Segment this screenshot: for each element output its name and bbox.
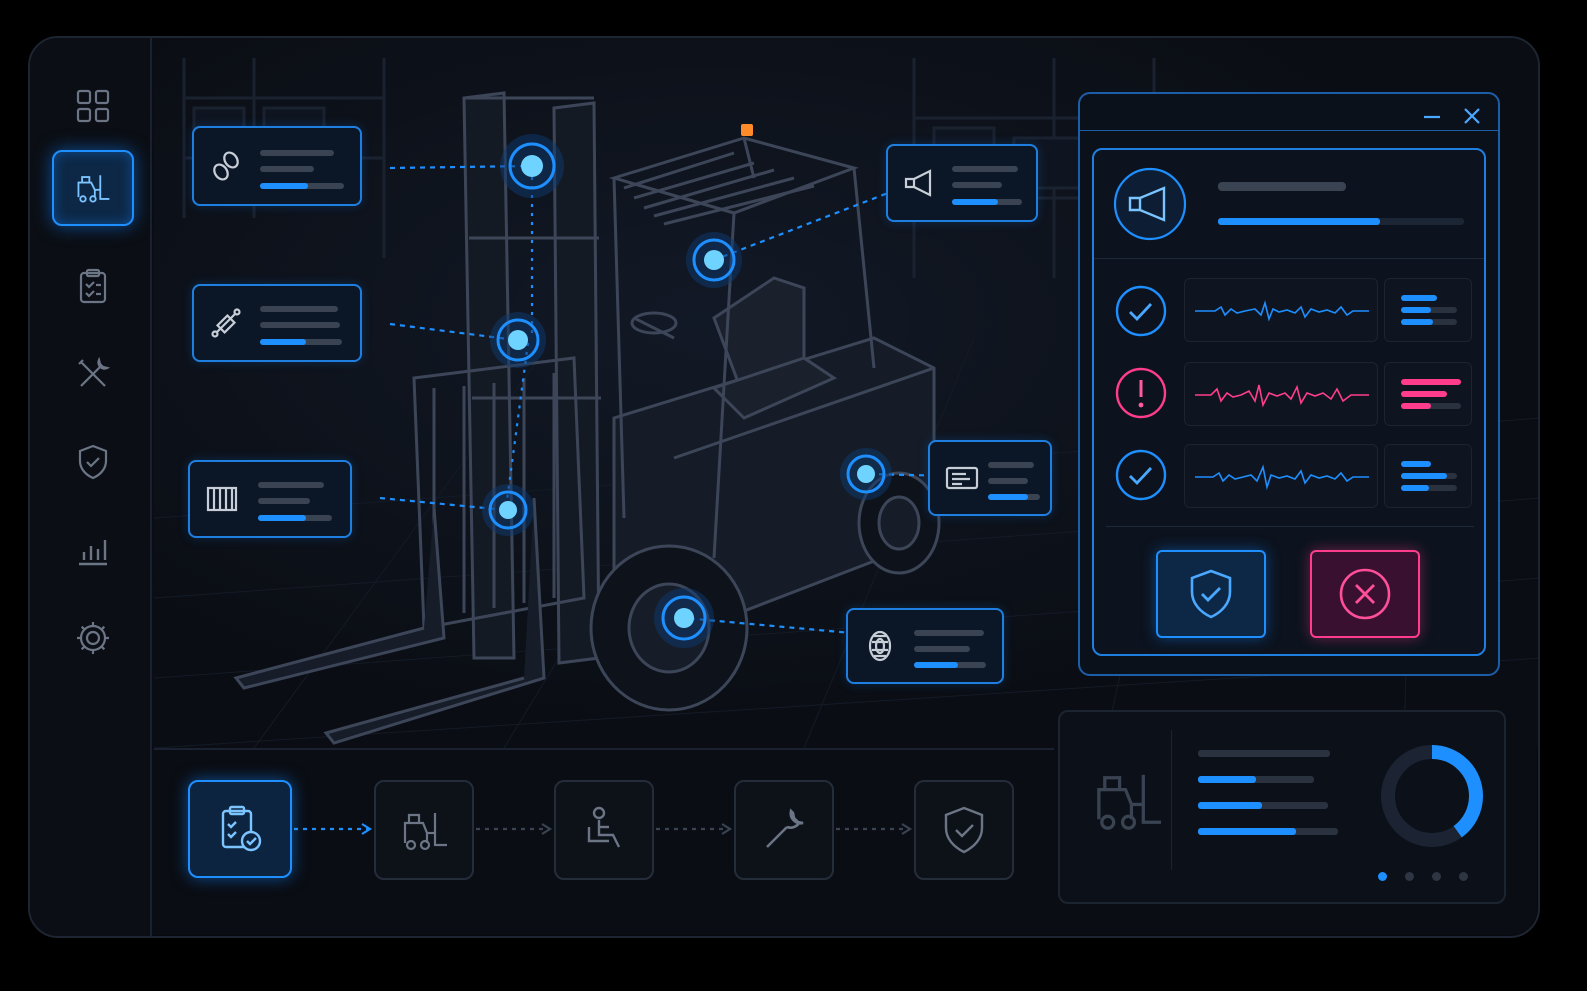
signal-waveform-3 bbox=[1184, 444, 1378, 508]
step-operator[interactable] bbox=[554, 780, 654, 880]
step-connectors bbox=[294, 823, 913, 835]
point-lift-cylinder bbox=[490, 312, 546, 368]
header-progress-fill bbox=[1218, 218, 1380, 225]
sidebar-item-checklist[interactable] bbox=[52, 248, 134, 324]
grid-icon bbox=[76, 89, 110, 123]
shield-check-icon bbox=[944, 806, 984, 854]
pager-dot-4[interactable] bbox=[1459, 872, 1468, 881]
signal-waveform-1 bbox=[1184, 278, 1378, 342]
gear-icon bbox=[77, 622, 109, 654]
check-icon[interactable] bbox=[1114, 284, 1168, 338]
row-2-summary bbox=[1384, 362, 1472, 426]
dashboard-panel-icon bbox=[945, 466, 979, 490]
inspection-card bbox=[1092, 148, 1486, 656]
wrench-icon bbox=[766, 808, 804, 848]
sidebar-item-dashboard[interactable] bbox=[52, 68, 134, 144]
point-panel bbox=[840, 448, 892, 500]
point-chain bbox=[500, 134, 564, 198]
check-icon[interactable] bbox=[1114, 448, 1168, 502]
clipboard-check-icon bbox=[221, 805, 262, 852]
inspection-dialog bbox=[1078, 92, 1500, 676]
workflow-steps bbox=[154, 748, 1054, 936]
hydraulic-cylinder-icon bbox=[211, 308, 241, 338]
row-3-summary bbox=[1384, 444, 1472, 508]
callout-horn[interactable] bbox=[886, 144, 1038, 222]
minimize-icon bbox=[1424, 115, 1440, 119]
approve-button[interactable] bbox=[1156, 550, 1266, 638]
pager-dot-3[interactable] bbox=[1432, 872, 1441, 881]
app-window bbox=[28, 36, 1540, 938]
dialog-divider bbox=[1080, 130, 1498, 131]
reject-button[interactable] bbox=[1310, 550, 1420, 638]
sidebar-item-settings[interactable] bbox=[52, 600, 134, 676]
forklift-icon bbox=[1097, 774, 1162, 830]
pager-dot-1[interactable] bbox=[1378, 872, 1387, 881]
callout-dashboard-panel[interactable] bbox=[928, 440, 1052, 516]
tools-icon bbox=[78, 356, 111, 387]
bar-chart-icon bbox=[79, 540, 107, 566]
minimize-button[interactable] bbox=[1420, 104, 1444, 128]
forklift-icon bbox=[77, 175, 110, 203]
callout-tire[interactable] bbox=[846, 608, 1004, 684]
beacon-light bbox=[741, 124, 753, 136]
close-circle-icon bbox=[1339, 568, 1391, 620]
fleet-stats-panel bbox=[1058, 710, 1506, 904]
fork-carriage-icon bbox=[206, 486, 238, 512]
sidebar-item-maintenance[interactable] bbox=[52, 336, 134, 412]
header-label-placeholder bbox=[1218, 182, 1346, 191]
row-1-summary bbox=[1384, 278, 1472, 342]
shield-check-icon bbox=[78, 444, 108, 480]
step-checklist[interactable] bbox=[188, 780, 292, 878]
forklift-icon bbox=[403, 813, 447, 851]
clipboard-check-icon bbox=[79, 268, 107, 304]
step-maintenance[interactable] bbox=[734, 780, 834, 880]
sidebar-item-reports[interactable] bbox=[52, 512, 134, 588]
horn-icon bbox=[904, 169, 932, 197]
callout-chain[interactable] bbox=[192, 126, 362, 206]
stat-bar-1 bbox=[1198, 776, 1256, 783]
point-tire bbox=[654, 588, 714, 648]
sidebar bbox=[30, 38, 152, 936]
chain-icon bbox=[213, 151, 239, 181]
point-carriage bbox=[482, 484, 534, 536]
tire-icon bbox=[868, 630, 892, 662]
sidebar-item-safety[interactable] bbox=[52, 424, 134, 500]
utilization-donut bbox=[1381, 745, 1483, 847]
pager-dot-2[interactable] bbox=[1405, 872, 1414, 881]
step-vehicle[interactable] bbox=[374, 780, 474, 880]
stat-bar-3 bbox=[1198, 828, 1296, 835]
operator-seated-icon bbox=[587, 806, 621, 848]
step-safety[interactable] bbox=[914, 780, 1014, 880]
horn-icon bbox=[1113, 167, 1187, 241]
callout-lift-cylinder[interactable] bbox=[192, 284, 362, 362]
close-button[interactable] bbox=[1460, 104, 1484, 128]
sidebar-item-forklift[interactable] bbox=[52, 150, 134, 226]
callout-fork-carriage[interactable] bbox=[188, 460, 352, 538]
close-icon bbox=[1464, 108, 1480, 124]
stat-bar-2 bbox=[1198, 802, 1262, 809]
point-horn bbox=[686, 232, 742, 288]
inspection-points bbox=[482, 134, 892, 648]
shield-check-icon bbox=[1190, 569, 1232, 619]
signal-waveform-2 bbox=[1184, 362, 1378, 426]
stats-vehicle-thumb bbox=[1076, 730, 1172, 870]
exclamation-icon[interactable] bbox=[1114, 366, 1168, 420]
